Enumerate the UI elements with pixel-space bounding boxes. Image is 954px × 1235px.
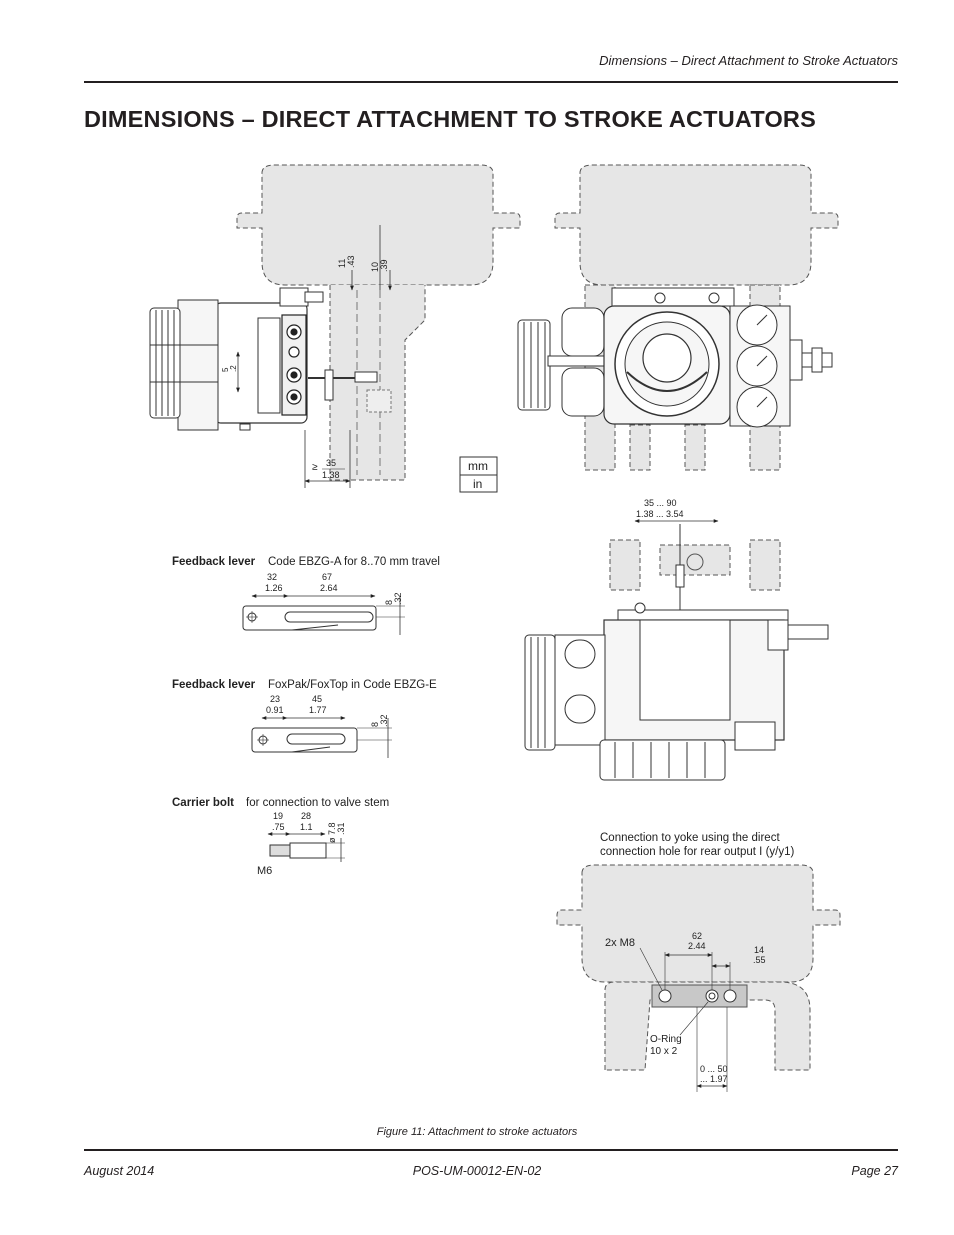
figure-caption: Figure 11: Attachment to stroke actuator… [376, 1126, 578, 1138]
units-mm: mm [468, 459, 488, 473]
lever-e-dim1-in: 0.91 [266, 705, 284, 715]
pneumatic-ports [281, 314, 307, 416]
knurled-cap-left [149, 307, 218, 419]
knurled-cap-top [524, 634, 556, 751]
units-in: in [473, 477, 482, 491]
carrier-bolt-dim2-mm: 28 [301, 811, 311, 821]
knurled-cap-bottom [599, 739, 726, 781]
front-view-drawing [517, 164, 839, 471]
lever-a-label: Feedback lever [172, 556, 256, 568]
carrier-bolt-section: Carrier bolt for connection to valve ste… [172, 797, 389, 877]
yoke-dim3-in: ... 1.97 [700, 1074, 728, 1084]
top-view-drawing [524, 524, 829, 781]
lever-a-section: Feedback lever Code EBZG-A for 8..70 mm … [172, 556, 440, 635]
carrier-bolt-desc: for connection to valve stem [246, 797, 389, 809]
dim-center-in: .2 [229, 365, 238, 372]
yoke-section: Connection to yoke using the direct conn… [556, 832, 841, 1092]
dim-bottom-mm: 35 [326, 458, 336, 468]
lever-a-dim2-in: 2.64 [320, 583, 338, 593]
carrier-bolt-dim3-in: .31 [336, 822, 346, 835]
lever-e-dim3-in: .32 [379, 714, 389, 727]
actuator-housing-left [236, 164, 521, 286]
yoke-dim2-mm: 14 [754, 945, 764, 955]
lever-a-desc: Code EBZG-A for 8..70 mm travel [268, 556, 440, 568]
footer-date: August 2014 [84, 1164, 155, 1178]
carrier-bolt-dim1-mm: 19 [273, 811, 283, 821]
dim-center-mm: 5 [221, 367, 230, 372]
footer-rule [84, 1149, 898, 1151]
carrier-bolt-dim3-prefix: ø [327, 837, 337, 843]
travel-dim-line1: 35 ... 90 [644, 498, 677, 508]
knurled-cap-front [517, 319, 551, 411]
yoke-dim1-in: 2.44 [688, 941, 706, 951]
yoke-dim2-in: .55 [753, 955, 766, 965]
lever-e-dim1-mm: 23 [270, 694, 280, 704]
lever-a-dim3-mm: 8 [384, 600, 394, 605]
travel-dim-line2: 1.38 ... 3.54 [636, 509, 684, 519]
actuator-housing-yoke [556, 864, 841, 983]
running-header: Dimensions – Direct Attachment to Stroke… [599, 53, 898, 68]
yoke-holes: 2x M8 [605, 937, 635, 949]
lever-a-dim1-mm: 32 [267, 572, 277, 582]
lever-e-dim2-in: 1.77 [309, 705, 327, 715]
carrier-bolt-dim1-in: .75 [272, 822, 285, 832]
yoke-dim1-mm: 62 [692, 931, 702, 941]
lever-e-desc: FoxPak/FoxTop in Code EBZG-E [268, 679, 437, 691]
yoke-oring1: O-Ring [650, 1034, 682, 1045]
lever-e-section: Feedback lever FoxPak/FoxTop in Code EBZ… [172, 679, 437, 758]
actuator-housing-right [554, 164, 839, 286]
header-rule [84, 81, 898, 83]
yoke-dim3-mm: 0 ... 50 [700, 1064, 728, 1074]
dim-top-b-in: .39 [379, 259, 389, 272]
dim-top-a-mm: 11 [337, 259, 347, 268]
yoke-line2: connection hole for rear output I (y/y1) [600, 846, 794, 858]
carrier-bolt-dim3-mm: 7.8 [327, 822, 337, 835]
footer-doc-id: POS-UM-00012-EN-02 [412, 1164, 542, 1178]
lever-a-dim3-in: .32 [393, 592, 403, 605]
dim-top-b-mm: 10 [370, 262, 380, 272]
dim-bottom-in: 1.38 [322, 470, 340, 480]
footer-page-number: Page 27 [851, 1164, 898, 1178]
yoke-oring2: 10 x 2 [650, 1046, 678, 1057]
lever-a-dim2-mm: 67 [322, 572, 332, 582]
carrier-bolt-dim2-in: 1.1 [300, 822, 313, 832]
carrier-bolt-label: Carrier bolt [172, 797, 234, 809]
lever-a-dim1-in: 1.26 [265, 583, 283, 593]
lever-e-label: Feedback lever [172, 679, 256, 691]
dim-top-a-in: .43 [346, 255, 356, 268]
carrier-bolt-shape [269, 844, 291, 857]
carrier-bolt-thread: M6 [257, 865, 272, 877]
side-view-drawing: 11 .43 10 .39 5 .2 ≥ 35 1.38 [149, 164, 521, 488]
units-legend: mm in [459, 456, 498, 493]
page-title: Dimensions – Direct Attachment to Stroke… [84, 106, 816, 132]
lever-e-dim3-mm: 8 [370, 722, 380, 727]
yoke-line1: Connection to yoke using the direct [600, 832, 780, 844]
dim-bottom-prefix: ≥ [312, 462, 318, 473]
pressure-gauges [736, 304, 778, 428]
lever-e-dim2-mm: 45 [312, 694, 322, 704]
